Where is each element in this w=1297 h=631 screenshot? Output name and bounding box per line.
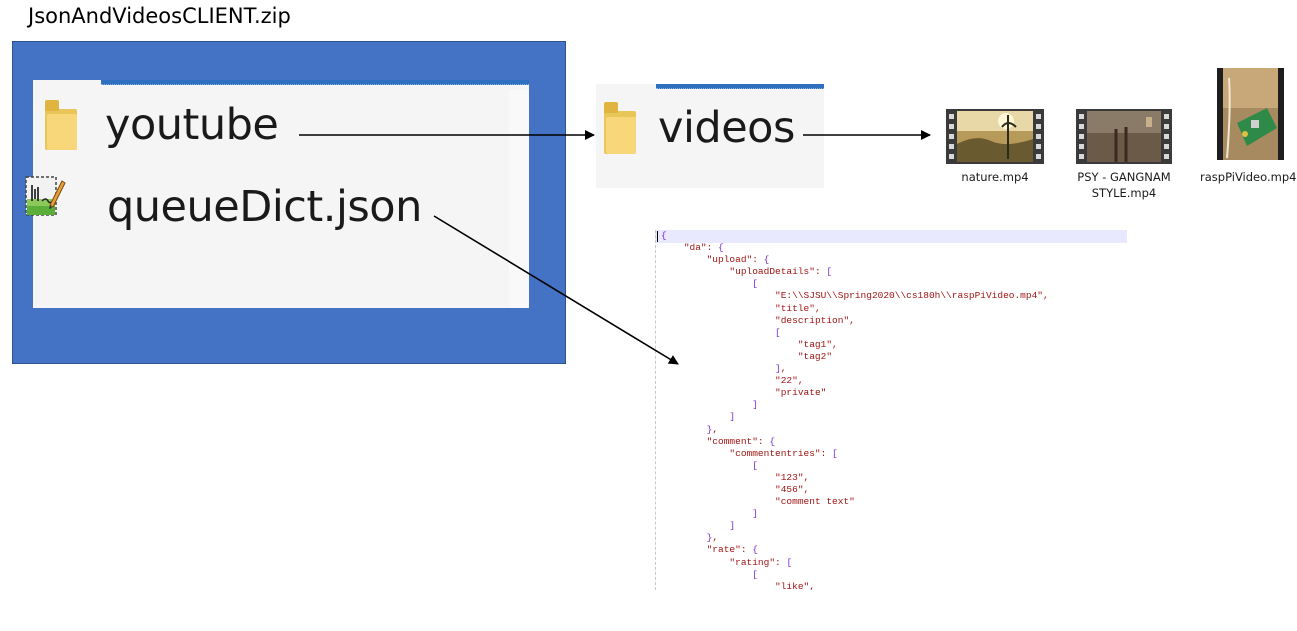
json-code-line: "456", [775, 483, 810, 495]
fold-gutter [655, 230, 658, 590]
json-code-line: [ [752, 278, 758, 290]
video-filename-line: PSY - GANGNAM [1077, 170, 1171, 184]
json-code-line: "22", [775, 375, 804, 387]
video-file-icon[interactable] [946, 109, 1044, 164]
selection-strip [656, 84, 824, 89]
json-code-line: "uploadDetails": [ [729, 266, 833, 278]
videos-folder-view: videos [596, 84, 824, 188]
json-code-line: "comment": { [706, 435, 776, 447]
json-code-line: ] [729, 520, 736, 532]
video-file-icon[interactable] [1217, 68, 1284, 160]
text-cursor [657, 231, 658, 242]
json-code-view: { "da": { "upload": { "uploadDetails": [… [655, 230, 1127, 590]
explorer-item-label: youtube [105, 100, 279, 150]
explorer-item-videos[interactable]: videos [604, 102, 795, 154]
folder-icon [45, 100, 77, 150]
json-code-line: "comment text" [775, 496, 855, 508]
json-code-line: "title", [775, 302, 821, 314]
zip-title: JsonAndVideosCLIENT.zip [28, 4, 291, 28]
explorer-item-queuedict[interactable]: queueDict.json [107, 182, 422, 232]
json-code-line: [ [775, 326, 781, 338]
zip-contents-panel: youtube queueDict.json [12, 41, 566, 364]
json-code-line: [ [752, 459, 758, 471]
video-filename: PSY - GANGNAM STYLE.mp4 [1066, 169, 1182, 201]
video-file-icon[interactable] [1076, 109, 1172, 164]
json-code-line: "description", [775, 314, 855, 326]
json-code-line: "tag2" [797, 350, 833, 362]
json-code-line: "da": { [683, 242, 724, 254]
json-code-line: "upload": { [706, 254, 770, 266]
explorer-item-label: videos [658, 103, 795, 153]
json-code-line: "tag1", [797, 338, 838, 350]
json-code-line: ] [752, 399, 758, 411]
json-file-icon [25, 176, 66, 216]
folder-icon [604, 102, 636, 154]
current-line-highlight [655, 230, 1127, 243]
json-code-line: "123", [775, 471, 810, 483]
json-code-line: }, [706, 532, 719, 544]
json-code-line: [ [752, 568, 758, 580]
video-filename-line: STYLE.mp4 [1091, 186, 1157, 200]
scroll-shade [509, 90, 529, 308]
video-filename: raspPiVideo.mp4 [1200, 170, 1297, 184]
json-code-line: "rate": { [706, 544, 758, 556]
json-code-line: ], [775, 363, 787, 375]
video-filename: nature.mp4 [961, 170, 1029, 184]
json-code: { "da": { "upload": { "uploadDetails": [… [661, 230, 1049, 590]
json-code-line: "E:\\SJSU\\Spring2020\\cs180h\\raspPiVid… [775, 290, 1049, 302]
explorer-item-youtube[interactable]: youtube [45, 100, 279, 150]
explorer-view: youtube queueDict.json [33, 80, 529, 308]
json-code-line: "like", [775, 580, 815, 590]
json-code-line: }, [706, 423, 719, 435]
json-code-line: "rating": [ [729, 556, 793, 568]
json-code-line: { [661, 230, 667, 241]
json-code-line: ] [729, 411, 736, 423]
selection-strip [101, 80, 529, 85]
json-code-line: "commententries": [ [729, 447, 838, 459]
json-code-line: ] [752, 508, 758, 520]
explorer-item-label: queueDict.json [107, 182, 422, 232]
json-code-line: "private" [775, 387, 827, 399]
